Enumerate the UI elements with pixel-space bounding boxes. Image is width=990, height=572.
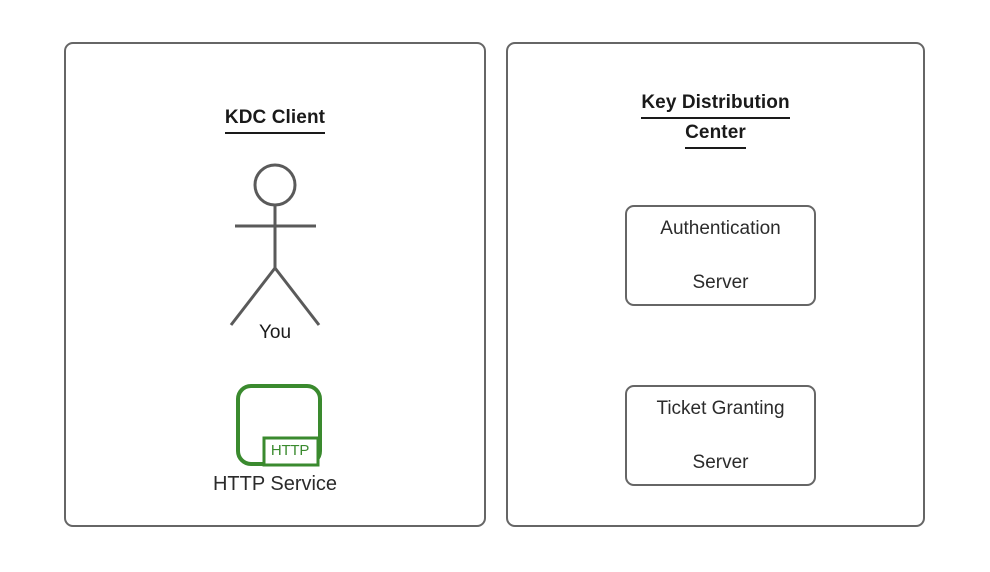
- panel-title-kdc-client: KDC Client: [66, 104, 484, 134]
- ticket-granting-server-line2: Server: [692, 452, 749, 473]
- panel-title-kdc: Key Distribution Center: [508, 89, 923, 149]
- http-service-label: HTTP Service: [212, 473, 338, 495]
- ticket-granting-server-line1: Ticket Granting: [656, 398, 785, 419]
- http-badge-label: HTTP: [270, 442, 310, 459]
- authentication-server-line1: Authentication: [660, 218, 781, 239]
- stick-figure-caption: You: [258, 322, 292, 343]
- http-service-icon: [230, 378, 326, 470]
- panel-title-kdc-client-text: KDC Client: [224, 104, 326, 134]
- panel-title-kdc-line2: Center: [685, 119, 746, 149]
- authentication-server-line2: Server: [692, 272, 749, 293]
- panel-title-kdc-line1: Key Distribution: [641, 89, 790, 119]
- stick-figure-icon: [215, 155, 335, 335]
